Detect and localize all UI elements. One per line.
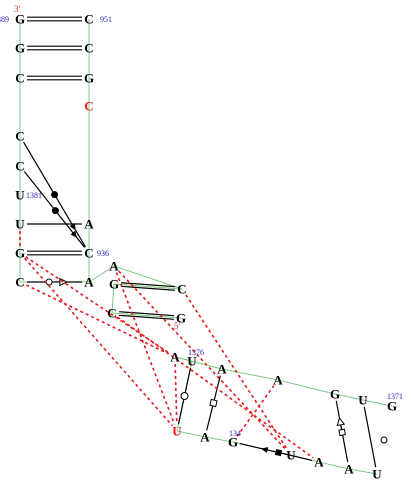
position-number-label: 1381 (26, 191, 42, 200)
position-number-label: 134 (229, 429, 241, 438)
nucleotide-g: G (15, 41, 25, 56)
nucleotide-u: U (187, 354, 197, 369)
nucleotide-g: G (330, 387, 340, 402)
backbone-segment (113, 265, 183, 290)
tertiary-interaction-line (118, 270, 287, 451)
nucleotide-c: C (84, 99, 93, 114)
pair-open-circle-marker (180, 392, 189, 400)
nucleotide-c: C (84, 246, 93, 261)
backbone-segment (348, 468, 378, 475)
nucleotide-a: A (84, 217, 94, 232)
base-pair-line (363, 406, 377, 468)
nucleotide-u: U (172, 424, 182, 439)
nucleotide-u: U (15, 217, 25, 232)
pair-open-square-marker (209, 398, 218, 408)
nucleotide-g: G (15, 246, 25, 261)
nucleotide-u: U (372, 467, 382, 482)
nucleotide-c: C (15, 129, 24, 144)
nucleotide-a: A (84, 275, 94, 290)
backbone-segment (111, 283, 115, 314)
nucleotide-g: G (387, 399, 397, 414)
backbone-segment (221, 368, 279, 381)
backbone-segment (334, 393, 364, 401)
position-number-label: 936 (97, 249, 109, 258)
pair-open-circle-marker (45, 278, 53, 286)
tertiary-interaction-line (185, 294, 288, 450)
nucleotide-a: A (200, 430, 210, 445)
pair-filled-arrowhead-marker (260, 447, 269, 453)
nucleotide-a: A (344, 462, 354, 477)
tertiary-interaction-line (174, 363, 178, 425)
pair-open-square-marker (338, 428, 346, 437)
pair-open-triangle-marker (336, 416, 346, 427)
nucleotide-c: C (84, 41, 93, 56)
backbone-segment (362, 399, 393, 407)
backbone-segment (174, 356, 193, 362)
pair-filled-circle-marker (51, 207, 59, 215)
watson-crick-pair-line (118, 314, 174, 320)
nucleotide-c: C (177, 282, 186, 297)
backbone-segment (204, 436, 234, 443)
backbone-segment (113, 283, 183, 290)
nucleotide-c: C (107, 306, 116, 321)
position-number-label: 1371 (387, 392, 403, 401)
tertiary-interaction-line (24, 257, 173, 427)
nucleotide-a: A (170, 350, 180, 365)
tertiary-interaction-line (117, 316, 314, 459)
nucleotide-a: A (273, 373, 283, 388)
strand-end-label: 5' (174, 321, 181, 331)
nucleotide-a: A (217, 362, 227, 377)
tertiary-interaction-line (115, 272, 176, 425)
nucleotide-c: C (15, 71, 24, 86)
nucleotide-g: G (109, 277, 119, 292)
label-layer: 1389 951 1381 936 1376 1371 134 3' 5' (0, 4, 403, 438)
nucleotide-c: C (15, 159, 24, 174)
pair-filled-square-marker (274, 448, 283, 457)
nucleotide-u: U (286, 448, 296, 463)
base-pair-layer (23, 16, 388, 468)
nucleotide-g: G (15, 12, 25, 27)
backbone-segment (111, 312, 182, 319)
position-number-label: 951 (100, 15, 112, 24)
nucleotide-c: C (15, 275, 24, 290)
backbone-segment (277, 379, 336, 395)
backbone-layer (19, 19, 393, 475)
nucleotide-g: G (176, 311, 186, 326)
nucleotide-g: G (228, 435, 238, 450)
nucleotide-u: U (15, 188, 25, 203)
strand-end-label: 3' (14, 4, 21, 14)
watson-crick-pair-line (119, 311, 175, 317)
pair-filled-circle-marker (51, 191, 59, 199)
backbone-segment (318, 461, 350, 470)
nucleotide-a: A (109, 259, 119, 274)
position-number-label: 1376 (188, 348, 204, 357)
lone-open-circle-marker (380, 436, 388, 444)
tertiary-interaction-layer (19, 231, 314, 459)
position-number-label: 1389 (0, 15, 9, 24)
tertiary-interaction-line (25, 256, 170, 354)
nucleotide-a: A (314, 455, 324, 470)
nucleotide-u: U (358, 393, 368, 408)
pair-filled-arrowhead-marker (69, 223, 76, 231)
backbone-segment (176, 430, 206, 438)
nucleotide-c: C (84, 12, 93, 27)
watson-crick-pair-line (121, 282, 176, 288)
backbone-segment (88, 265, 115, 283)
watson-crick-pair-line (120, 285, 175, 291)
pair-filled-arrowhead-marker (70, 230, 78, 239)
tertiary-interaction-line (236, 385, 275, 437)
nucleotide-g: G (84, 71, 94, 86)
tertiary-interaction-line (25, 284, 170, 355)
